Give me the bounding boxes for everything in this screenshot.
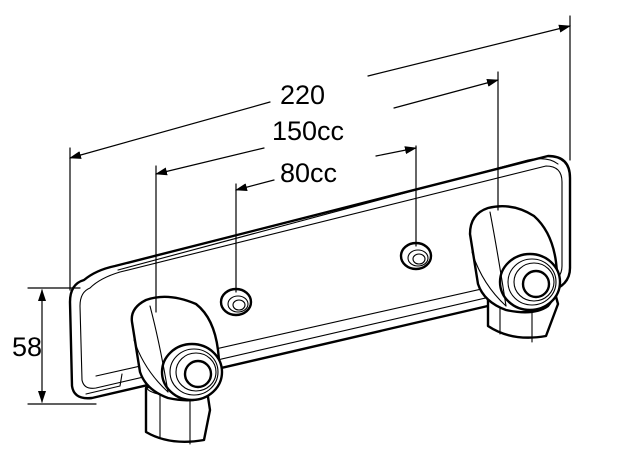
dimension-80cc bbox=[235, 146, 417, 192]
extension-lines bbox=[27, 15, 571, 405]
right-small-port bbox=[399, 241, 433, 271]
dimension-label-80cc: 80cc bbox=[280, 158, 337, 188]
dimension-150cc bbox=[155, 78, 499, 176]
dimension-label-58: 58 bbox=[12, 332, 42, 362]
dimension-label-150cc: 150cc bbox=[272, 116, 344, 146]
left-fitting bbox=[130, 295, 224, 445]
dimension-label-220: 220 bbox=[280, 80, 325, 110]
left-small-port bbox=[219, 287, 253, 317]
dimension-220 bbox=[69, 24, 571, 159]
right-fitting bbox=[468, 205, 562, 343]
